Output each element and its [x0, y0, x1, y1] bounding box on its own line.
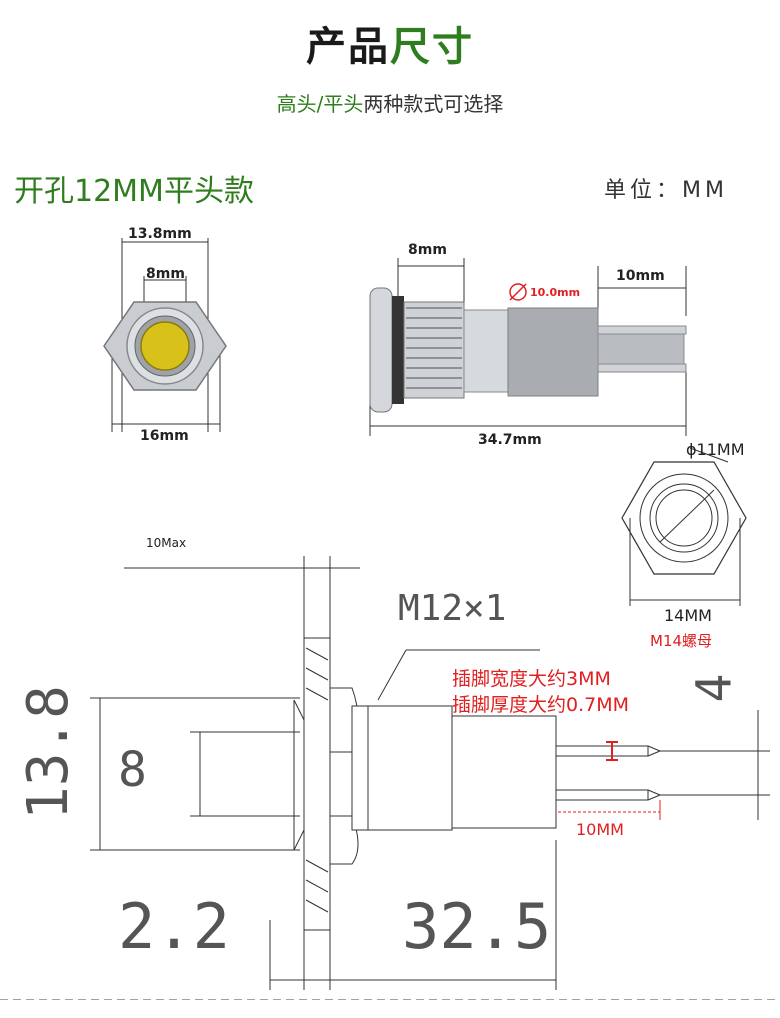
side-pin-length: 10mm — [616, 268, 665, 284]
front-outer-width: 13.8mm — [128, 226, 192, 242]
side-view-drawing — [369, 258, 687, 436]
nut-across-flats: 14MM — [664, 606, 712, 625]
subtitle-green: 高头/平头 — [276, 92, 364, 116]
side-diameter: 10.0mm — [530, 286, 581, 299]
side-thread-length: 8mm — [408, 242, 447, 258]
unit-label: 单位：MM — [604, 178, 728, 203]
front-nut-width: 16mm — [140, 428, 189, 444]
drawing-lens-diameter: 8 — [118, 742, 147, 798]
drawing-thread: M12×1 — [398, 588, 507, 629]
subtitle-dark: 两种款式可选择 — [363, 92, 504, 116]
pin-width-note: 插脚宽度大约3MM — [452, 668, 611, 690]
front-view-drawing — [103, 238, 227, 432]
drawing-body-length: 32.5 — [402, 890, 552, 963]
pin-thickness-note: 插脚厚度大约0.7MM — [452, 694, 630, 716]
diameter-icon — [509, 283, 527, 301]
drawing-head-diameter: 13.8 — [16, 685, 81, 820]
drawing-head-thickness: 2.2 — [118, 890, 230, 963]
nut-label: M14螺母 — [650, 632, 713, 650]
front-lens-width: 8mm — [146, 266, 185, 282]
technical-drawing — [0, 556, 780, 1000]
nut-view-drawing — [621, 447, 747, 606]
lens-yellow-icon — [140, 321, 190, 371]
drawing-head-max: 10Max — [146, 536, 187, 550]
nut-inner-diameter: ϕ11MM — [686, 440, 745, 459]
drawing-pin-length: 10MM — [576, 820, 624, 839]
subtitle: 高头/平头两种款式可选择 — [0, 88, 780, 117]
title-green: 尺寸 — [390, 24, 474, 70]
title-dark: 产品 — [306, 24, 390, 70]
side-total-length: 34.7mm — [478, 432, 542, 448]
drawing-pin-gap: 4 — [686, 673, 743, 703]
page-title: 产品尺寸 — [0, 14, 780, 72]
section-title: 开孔12MM平头款 — [14, 174, 254, 209]
